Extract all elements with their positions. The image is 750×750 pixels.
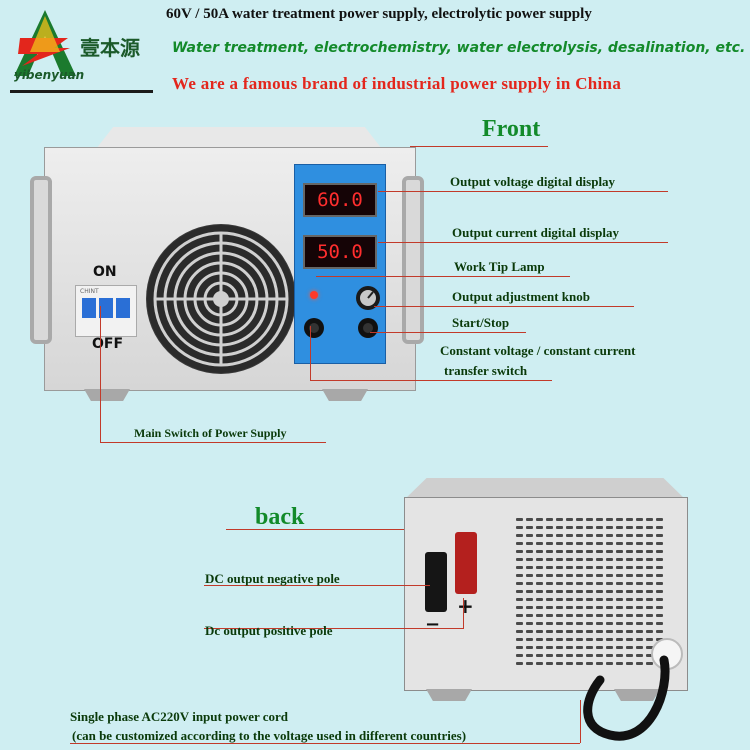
control-panel: 60.0 50.0 <box>294 164 386 364</box>
right-handle <box>402 176 424 344</box>
left-handle <box>30 176 52 344</box>
front-heading: Front <box>482 116 541 142</box>
back-unit-lid <box>404 478 686 500</box>
cvcc-leader-vertical <box>310 326 311 380</box>
label-cvcc-1: Constant voltage / constant current <box>440 343 636 358</box>
switch-off-label: OFF <box>92 336 124 352</box>
cvcc-switch-icon[interactable] <box>303 317 325 339</box>
positive-leader-line <box>204 628 464 629</box>
label-adjust-knob: Output adjustment knob <box>452 289 590 304</box>
knob-leader-line <box>374 306 634 307</box>
breaker-brand: CHINT <box>80 288 99 295</box>
front-heading-underline <box>410 146 548 147</box>
front-unit-lid <box>96 127 382 149</box>
logo-underline <box>10 90 153 93</box>
positive-terminal <box>455 532 477 594</box>
positive-leader-vertical <box>463 598 464 628</box>
fan-grille-icon <box>146 224 296 374</box>
switch-on-label: ON <box>93 264 117 280</box>
voltage-display: 60.0 <box>303 183 377 217</box>
breaker-toggle[interactable] <box>99 298 113 318</box>
label-cvcc-2: transfer switch <box>444 363 528 378</box>
back-heading-underline <box>226 529 412 530</box>
header-tagline: We are a famous brand of industrial powe… <box>172 74 622 93</box>
logo-chinese-text: 壹本源 <box>80 36 140 60</box>
label-power-cord-2: (can be customized according to the volt… <box>72 728 467 743</box>
main-breaker[interactable]: CHINT <box>75 285 137 337</box>
negative-terminal <box>425 552 447 612</box>
minus-sign: − <box>425 614 441 635</box>
back-foot-left <box>426 689 472 701</box>
main-switch-leader-vertical <box>100 306 101 442</box>
start-stop-button-icon[interactable] <box>357 317 379 339</box>
label-negative-pole: DC output negative pole <box>205 571 340 586</box>
label-power-cord-1: Single phase AC220V input power cord <box>70 709 289 724</box>
logo-english-text: yibenyuan <box>14 68 85 82</box>
label-work-lamp: Work Tip Lamp <box>454 259 545 274</box>
logo-a-icon <box>14 10 76 76</box>
power-cord-icon <box>583 655 670 741</box>
front-foot-left <box>84 389 130 401</box>
work-lamp-icon <box>310 291 318 299</box>
brand-logo: 壹本源 yibenyuan <box>10 8 153 93</box>
negative-leader-line <box>204 585 430 586</box>
current-display: 50.0 <box>303 235 377 269</box>
plus-sign: + <box>457 594 474 618</box>
back-foot-right <box>614 689 660 701</box>
main-switch-leader-line <box>100 442 326 443</box>
cord-leader-vertical <box>580 700 581 743</box>
label-main-switch: Main Switch of Power Supply <box>134 426 287 440</box>
label-positive-pole: Dc output positive pole <box>205 623 333 638</box>
label-current-display: Output current digital display <box>452 225 619 240</box>
header-title: 60V / 50A water treatment power supply, … <box>166 6 592 22</box>
label-voltage-display: Output voltage digital display <box>450 174 616 189</box>
front-foot-right <box>322 389 368 401</box>
back-unit-body: − + <box>404 497 688 691</box>
voltage-leader-line <box>378 191 668 192</box>
current-leader-line <box>378 242 668 243</box>
cvcc-leader-line <box>310 380 552 381</box>
back-heading: back <box>255 504 305 530</box>
lamp-leader-line <box>316 276 570 277</box>
vent-grille-icon <box>515 516 665 666</box>
adjust-knob-icon[interactable] <box>355 285 381 311</box>
header-subtitle: Water treatment, electrochemistry, water… <box>172 40 746 56</box>
breaker-toggle[interactable] <box>116 298 130 318</box>
breaker-toggle[interactable] <box>82 298 96 318</box>
cord-leader-line <box>70 743 580 744</box>
startstop-leader-line <box>370 332 526 333</box>
label-start-stop: Start/Stop <box>452 315 510 330</box>
